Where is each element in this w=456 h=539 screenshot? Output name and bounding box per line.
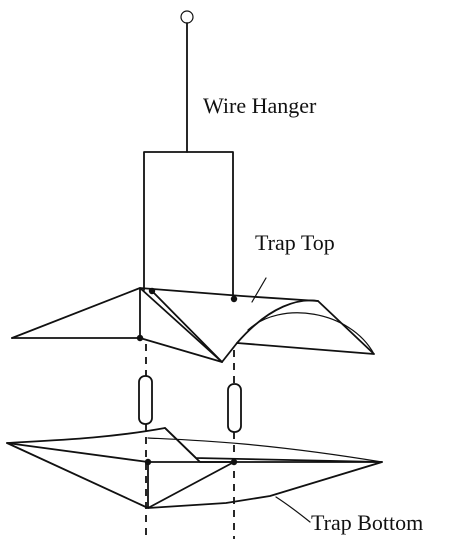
trap-bottom-outline bbox=[6, 427, 383, 509]
label-trap-bottom: Trap Bottom bbox=[311, 510, 423, 535]
wire-hanger bbox=[143, 10, 234, 297]
peg-right bbox=[227, 383, 242, 433]
trap-top-arch bbox=[236, 299, 319, 344]
trap-bottom-inner-crease bbox=[164, 427, 235, 463]
trap-bottom bbox=[6, 427, 383, 523]
trap-bottom-leader bbox=[275, 496, 311, 523]
trap-bottom-diagonal-fold bbox=[147, 461, 235, 509]
trap-bottom-dot-2 bbox=[230, 458, 238, 466]
trap-bottom-back-edge bbox=[6, 442, 383, 463]
peg-left bbox=[138, 375, 153, 425]
pegs bbox=[138, 375, 242, 433]
trap-top-front-edge bbox=[11, 337, 223, 363]
trap-top-dot-1 bbox=[148, 287, 156, 295]
trap-top-arch-inner bbox=[247, 312, 375, 355]
alignment-lines bbox=[145, 344, 235, 539]
trap-bottom-back-rim bbox=[147, 437, 383, 463]
trap-top-dot-2 bbox=[230, 295, 238, 303]
hanger-ring bbox=[180, 10, 194, 24]
trap-top-outline bbox=[11, 287, 375, 363]
trap-top-leader bbox=[251, 277, 267, 303]
trap-bottom-dot-1 bbox=[144, 458, 152, 466]
trap-top bbox=[11, 277, 375, 363]
trap-top-dot-3 bbox=[136, 334, 144, 342]
label-wire-hanger: Wire Hanger bbox=[203, 93, 317, 118]
label-trap-top: Trap Top bbox=[255, 230, 335, 255]
hanger-bracket bbox=[143, 151, 234, 297]
trap-top-diagonal-fold bbox=[151, 290, 223, 363]
